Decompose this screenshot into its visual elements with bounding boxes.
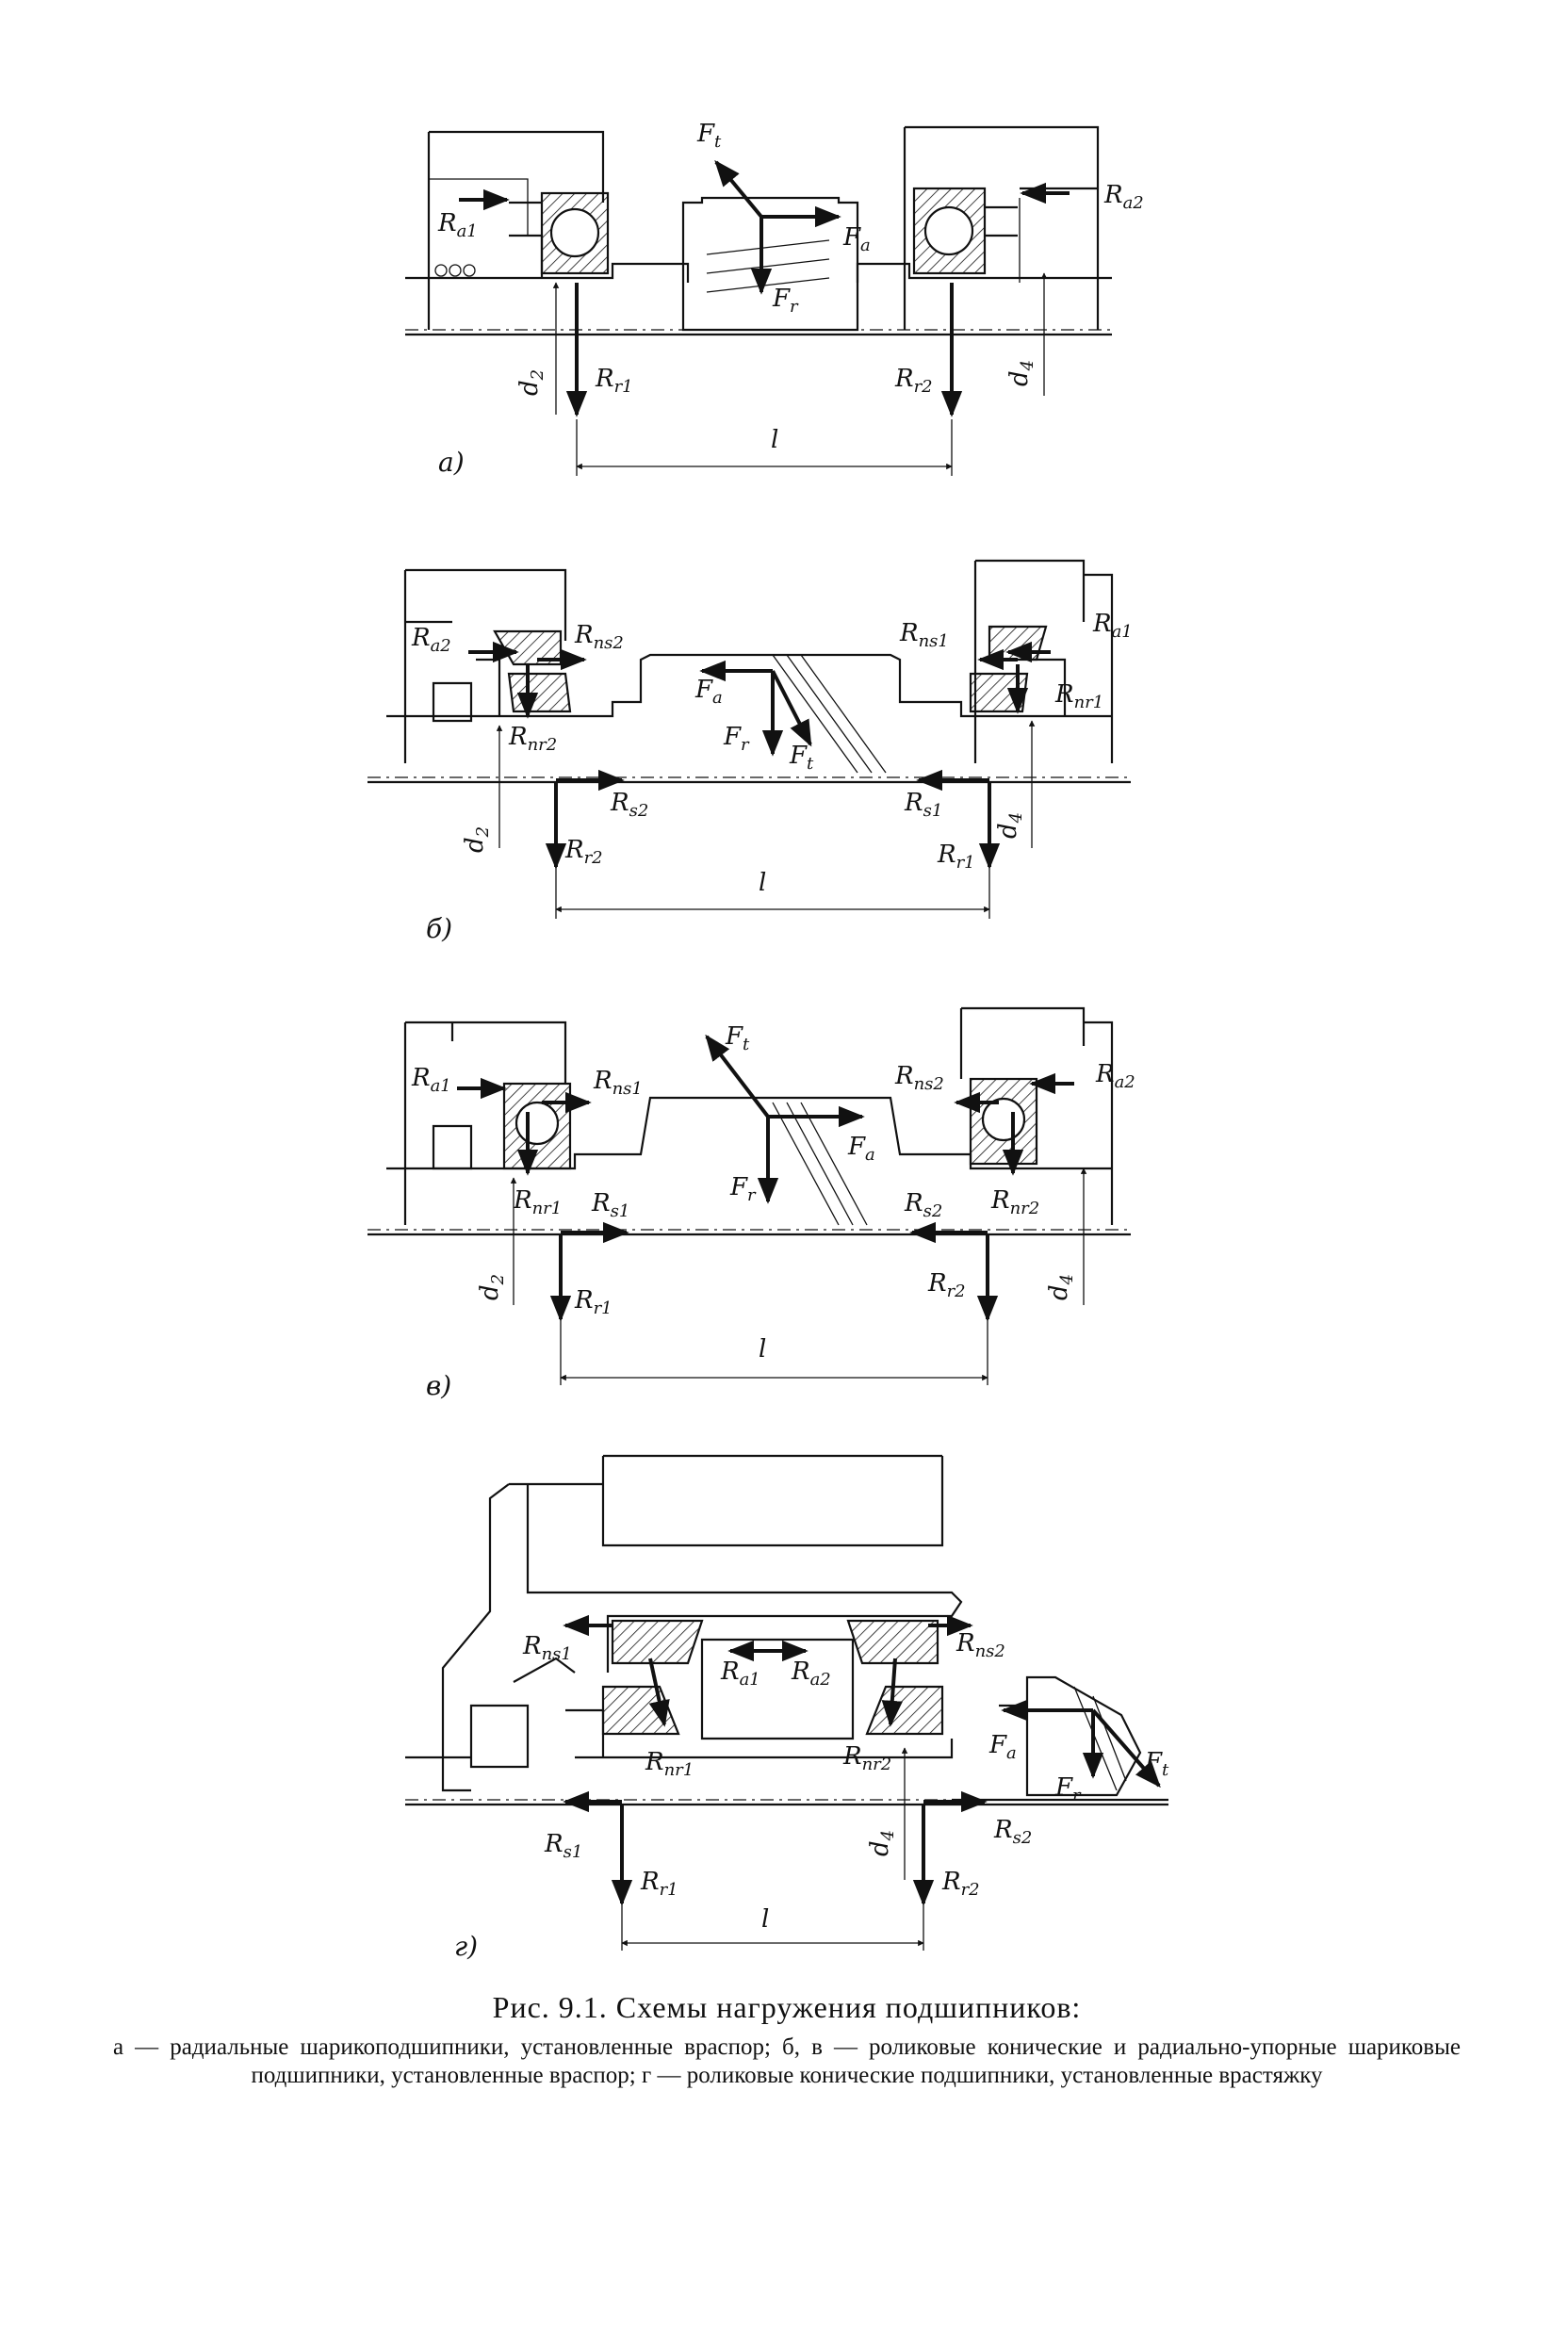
- svg-text:Rs2: Rs2: [993, 1816, 1032, 1848]
- svg-text:d4: d4: [866, 1830, 898, 1856]
- svg-text:Rns2: Rns2: [894, 1062, 944, 1094]
- label-l: l: [771, 426, 778, 454]
- panel-a-tag: а): [438, 447, 465, 478]
- svg-text:Rr2: Rr2: [941, 1868, 980, 1900]
- svg-text:Rns1: Rns1: [522, 1632, 572, 1664]
- label-d2: d2: [515, 369, 547, 396]
- svg-text:Rnr2: Rnr2: [508, 723, 557, 755]
- label-Rr2: Rr2: [894, 365, 933, 397]
- svg-text:l: l: [759, 869, 766, 897]
- svg-text:Rr1: Rr1: [640, 1868, 678, 1900]
- svg-text:Ft: Ft: [1144, 1748, 1169, 1780]
- label-d4: d4: [1005, 360, 1037, 386]
- svg-text:Rs1: Rs1: [591, 1189, 629, 1221]
- svg-text:Rr1: Rr1: [937, 841, 975, 873]
- label-Fa: Fa: [842, 223, 871, 255]
- svg-text:Rnr1: Rnr1: [513, 1186, 562, 1218]
- svg-text:Ra2: Ra2: [1095, 1060, 1135, 1092]
- svg-text:Rnr2: Rnr2: [990, 1186, 1039, 1218]
- panel-g: Rns1 Rns2 Ra1 Ra2 Rnr1 Rnr2 Fa Fr Ft Rs1…: [405, 1454, 1169, 1962]
- svg-text:Rs1: Rs1: [544, 1830, 582, 1862]
- svg-text:Rs2: Rs2: [610, 789, 648, 821]
- bearing-right-b: [988, 625, 1048, 662]
- label-Ft: Ft: [696, 120, 722, 152]
- figure-caption-body: а — радиальные шарикоподшипники, установ…: [113, 2034, 1461, 2088]
- svg-text:Ra2: Ra2: [791, 1658, 831, 1690]
- svg-text:Fa: Fa: [694, 676, 723, 708]
- panel-v-tag: в): [426, 1370, 451, 1401]
- svg-text:Ra1: Ra1: [720, 1658, 760, 1690]
- svg-text:Rr1: Rr1: [574, 1286, 612, 1318]
- panel-b: Ra2 Ra1 Rns2 Rns1 Rnr2 Rnr1 Fa Fr Ft Rs2…: [368, 559, 1133, 944]
- bearing-right-g: [846, 1619, 939, 1665]
- label-Fr: Fr: [772, 285, 799, 317]
- svg-text:Ft: Ft: [789, 742, 814, 774]
- svg-text:Rnr2: Rnr2: [842, 1742, 891, 1774]
- panel-g-tag: г): [454, 1931, 478, 1962]
- svg-text:Fa: Fa: [988, 1731, 1017, 1763]
- svg-text:Fr: Fr: [729, 1173, 757, 1205]
- svg-text:Rs2: Rs2: [904, 1189, 942, 1221]
- panel-b-tag: б): [426, 913, 452, 944]
- svg-text:Rns2: Rns2: [574, 621, 624, 653]
- svg-text:Fr: Fr: [1054, 1773, 1082, 1805]
- svg-text:Fr: Fr: [723, 723, 750, 755]
- svg-text:Rr2: Rr2: [564, 836, 603, 868]
- svg-text:l: l: [761, 1905, 769, 1934]
- gear-a: [681, 196, 859, 332]
- bearing-left-g: [611, 1619, 704, 1665]
- svg-text:Ra1: Ra1: [411, 1064, 451, 1096]
- svg-text:Rns1: Rns1: [899, 619, 949, 651]
- gear-b: [772, 654, 887, 774]
- panel-a: Ft Fa Fr Ra1 Ra2 Rr1 Rr2 d2 d4 l а): [405, 120, 1144, 478]
- svg-text:Rs1: Rs1: [904, 789, 942, 821]
- svg-text:d2: d2: [476, 1274, 508, 1300]
- svg-text:Rnr1: Rnr1: [1054, 680, 1103, 712]
- panel-v: Ft Fa Fr Ra1 Ra2 Rns1 Rns2 Rnr1 Rnr2 Rs1…: [368, 1006, 1135, 1401]
- label-Rr1: Rr1: [595, 365, 633, 397]
- svg-text:d2: d2: [461, 826, 493, 853]
- svg-text:Ft: Ft: [725, 1022, 750, 1054]
- force-Ft-arrow: [714, 159, 763, 219]
- label-Ra1: Ra1: [437, 209, 478, 241]
- svg-text:l: l: [759, 1335, 766, 1364]
- svg-text:Rnr1: Rnr1: [645, 1748, 694, 1780]
- svg-text:Rns2: Rns2: [956, 1629, 1005, 1661]
- svg-text:d4: d4: [994, 812, 1026, 839]
- label-Ra2: Ra2: [1103, 181, 1144, 213]
- svg-text:d4: d4: [1045, 1274, 1077, 1300]
- svg-text:Ra2: Ra2: [411, 624, 451, 656]
- svg-text:Fa: Fa: [847, 1133, 875, 1165]
- svg-text:Rns1: Rns1: [593, 1067, 643, 1099]
- svg-text:Rr2: Rr2: [927, 1269, 966, 1301]
- svg-text:Ra1: Ra1: [1092, 610, 1133, 642]
- figure-caption-title: Рис. 9.1. Схемы нагружения подшипников:: [492, 1990, 1082, 2024]
